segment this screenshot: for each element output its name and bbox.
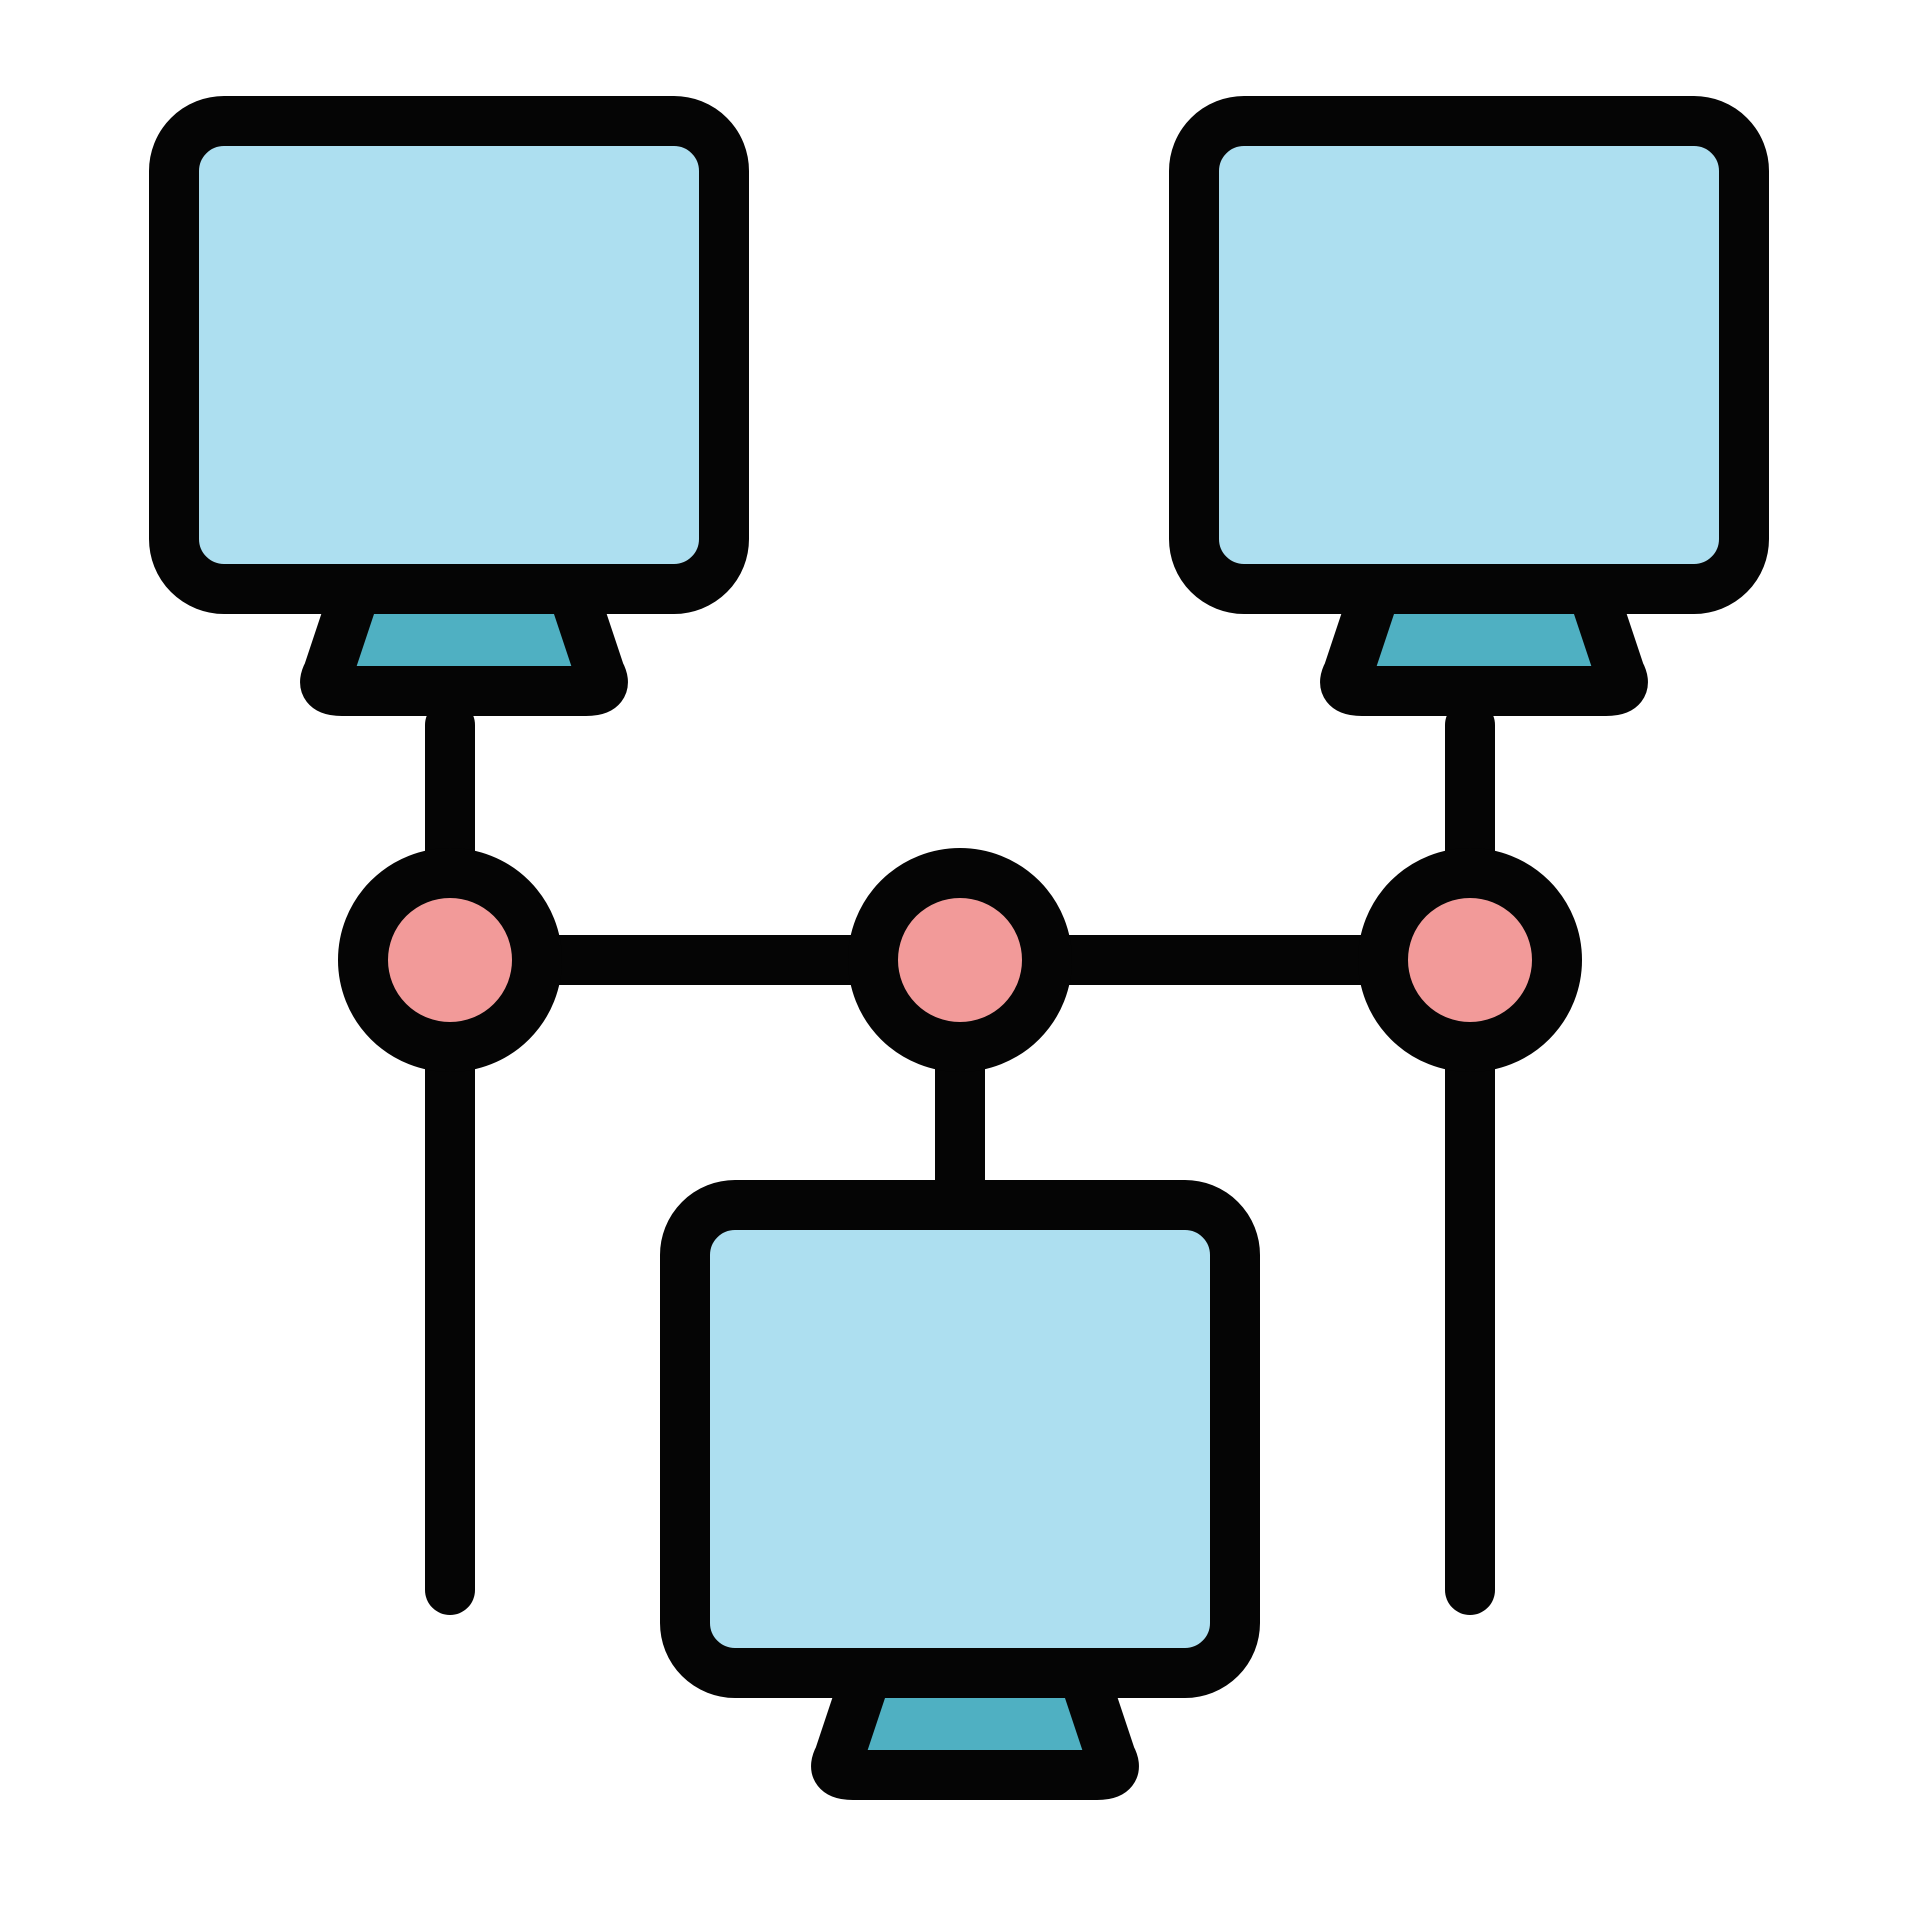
monitor-top-right: [1169, 96, 1769, 716]
monitor-bottom: [660, 1180, 1260, 1800]
node-center: [848, 848, 1072, 1072]
node-right: [1358, 848, 1582, 1072]
network-nodes: [338, 848, 1582, 1072]
monitor-bottom-stand: [811, 1648, 1139, 1800]
monitor-top-left-screen: [149, 96, 749, 614]
monitor-bottom-screen: [660, 1180, 1260, 1698]
monitor-top-right-stand: [1320, 564, 1648, 716]
monitor-top-right-screen: [1169, 96, 1769, 614]
monitor-top-left: [149, 96, 749, 716]
monitor-top-left-stand: [300, 564, 628, 716]
monitors: [149, 96, 1769, 1800]
node-left: [338, 848, 562, 1072]
network-wires: [425, 700, 1495, 1615]
